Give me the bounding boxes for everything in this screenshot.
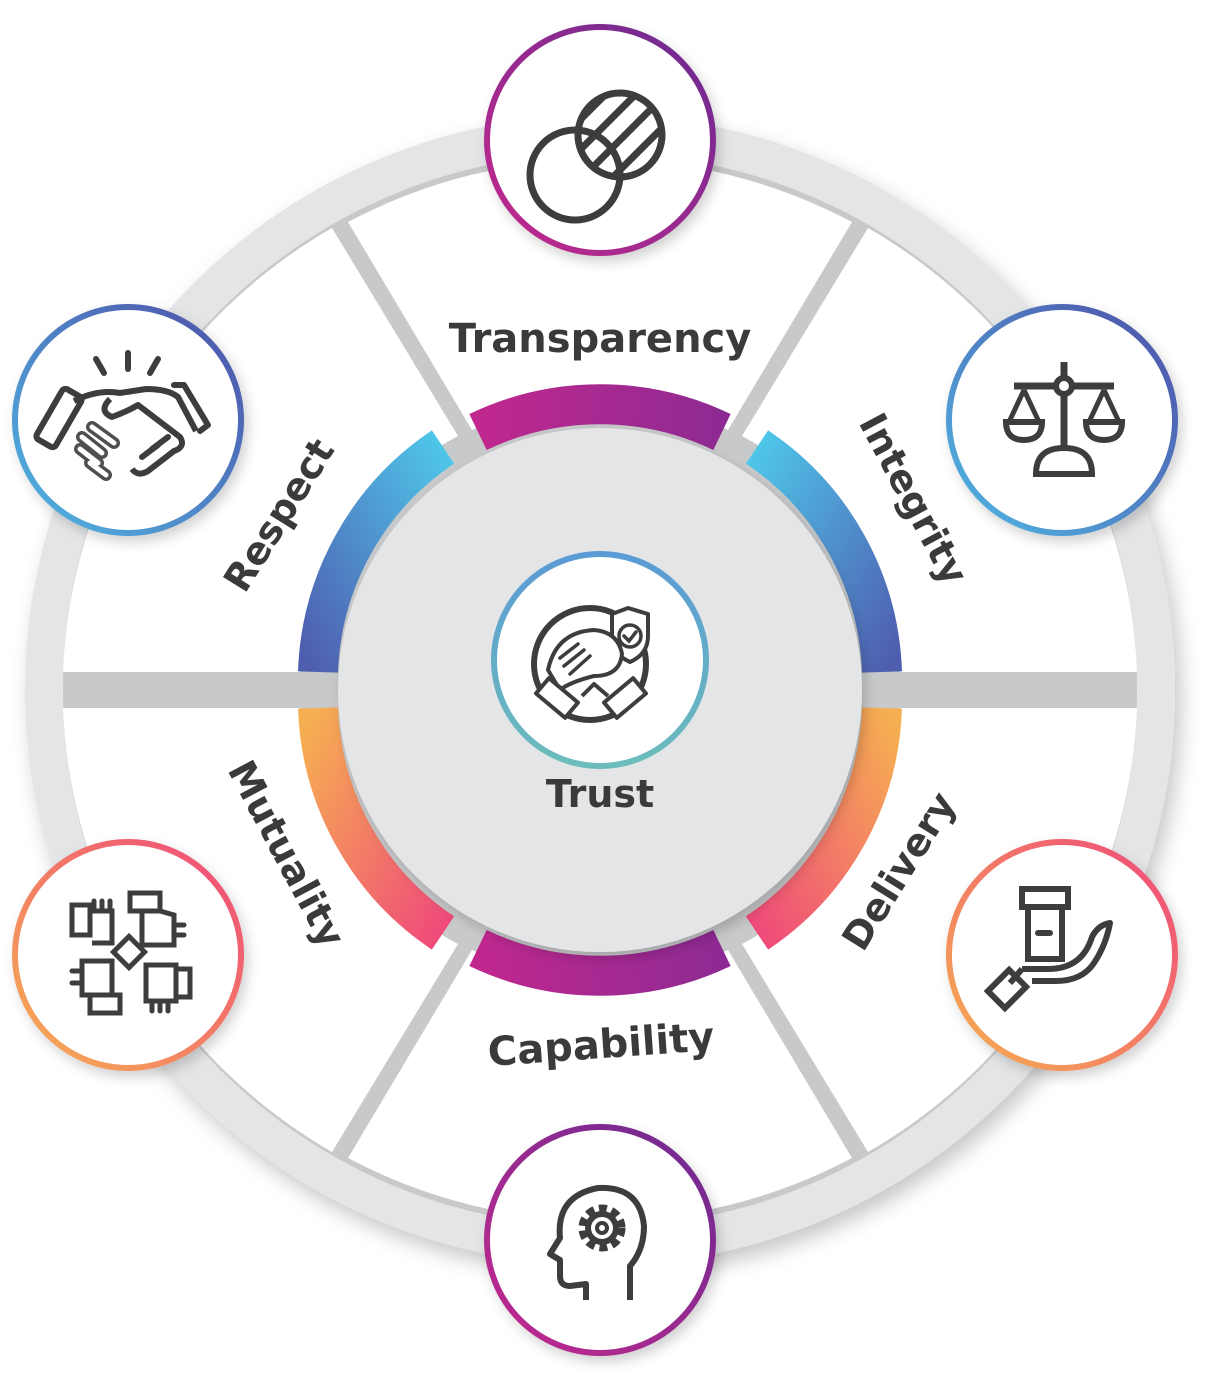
- arc-respect: [298, 430, 455, 673]
- segments: [63, 159, 1137, 1221]
- center-badge: [491, 551, 709, 769]
- scales-of-justice-icon: [1002, 362, 1126, 477]
- arc-mutuality: [298, 707, 455, 950]
- arc-capability: [469, 929, 731, 996]
- segment-transparency: [348, 159, 852, 430]
- badge-respect: [12, 304, 244, 536]
- segment-delivery: [742, 708, 1137, 1152]
- arc-transparency: [469, 384, 731, 451]
- center-title: Trust: [545, 772, 655, 816]
- overlapping-circles-icon: [526, 89, 666, 224]
- segment-mutuality: [63, 708, 458, 1152]
- four-hands-icon: [69, 890, 193, 1016]
- arc-delivery: [745, 707, 902, 950]
- inner-arcs: [298, 384, 902, 996]
- handshake-shield-icon: [531, 605, 650, 723]
- label-transparency: Transparency: [449, 316, 752, 362]
- segment-respect: [63, 228, 458, 672]
- segment-integrity: [742, 228, 1137, 672]
- segment-capability: [348, 950, 852, 1221]
- head-gear-icon: [547, 1184, 647, 1300]
- arc-integrity: [745, 430, 902, 673]
- hand-holding-box-icon: [983, 886, 1113, 1013]
- badge-mutuality: [12, 839, 244, 1071]
- handshake-icon: [33, 350, 211, 481]
